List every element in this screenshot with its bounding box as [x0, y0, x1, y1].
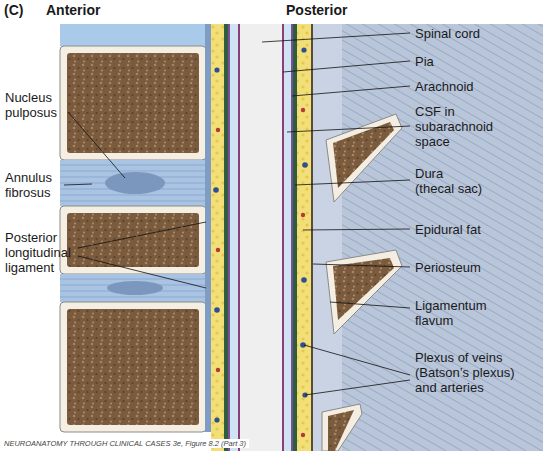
direction-label: Posterior	[286, 3, 376, 18]
lamina-core	[328, 410, 354, 451]
posterior-longitudinal-ligament	[205, 24, 211, 432]
nucleus-pulposus	[105, 172, 165, 194]
nucleus-pulposus	[107, 281, 163, 295]
vertebral-body	[60, 302, 206, 432]
leader-line	[287, 126, 410, 132]
part-label: Pia	[415, 54, 525, 69]
part-label: Nucleus pulposus	[5, 90, 67, 120]
lamina-core	[333, 122, 394, 188]
part-label: Spinal cord	[415, 26, 525, 41]
vertebral-body	[60, 206, 206, 274]
part-label: Posterior longitudinal ligament	[5, 230, 81, 275]
leader-line	[304, 345, 410, 375]
leader-line	[283, 61, 410, 72]
pia	[238, 24, 240, 451]
venous-plexus	[213, 47, 308, 437]
periosteum	[311, 24, 313, 451]
epidural-fat	[211, 24, 224, 451]
direction-label: Anterior	[46, 3, 136, 18]
spinal-cord	[240, 24, 282, 451]
leader-line	[313, 264, 410, 267]
ligamentum-flavum	[312, 24, 342, 451]
vertebral-body-core	[67, 213, 199, 267]
part-label: Periosteum	[415, 260, 525, 275]
lamina	[322, 404, 362, 451]
leader-line	[78, 256, 206, 288]
leader-line	[64, 184, 92, 185]
leader-line	[295, 180, 410, 185]
leader-line	[68, 112, 125, 178]
epidural-fat	[297, 24, 311, 451]
posterior-tissue	[312, 24, 543, 451]
leader-line	[262, 33, 410, 42]
lamina-core	[333, 258, 394, 320]
panel-letter: (C)	[4, 3, 44, 18]
arachnoid	[291, 24, 293, 451]
leader-line	[292, 86, 410, 96]
disc-top	[60, 24, 206, 46]
leader-line	[303, 229, 410, 230]
csf	[230, 24, 238, 451]
csf	[284, 24, 291, 451]
part-label: Arachnoid	[415, 79, 525, 94]
leader-line	[78, 222, 206, 248]
vertebral-body-core	[67, 53, 199, 153]
part-label: Ligamentum flavum	[415, 298, 497, 328]
part-label: Epidural fat	[415, 222, 525, 237]
pia	[282, 24, 284, 451]
part-label: Annulus fibrosus	[5, 170, 63, 200]
vertebral-body	[60, 46, 206, 160]
leader-line	[330, 302, 410, 308]
lamina	[326, 250, 402, 334]
intervertebral-disc	[60, 274, 206, 302]
intervertebral-disc	[60, 160, 206, 206]
part-label: Plexus of veins (Batson’s plexus) and ar…	[415, 350, 525, 395]
dura	[224, 24, 228, 451]
leader-line	[305, 380, 410, 395]
arachnoid	[228, 24, 230, 451]
figure-caption: NEUROANATOMY THROUGH CLINICAL CASES 3e, …	[4, 439, 249, 448]
vertebral-body-core	[67, 309, 199, 425]
part-label: Dura (thecal sac)	[415, 166, 484, 196]
dura	[293, 24, 297, 451]
part-label: CSF in subarachnoid space	[415, 104, 501, 149]
